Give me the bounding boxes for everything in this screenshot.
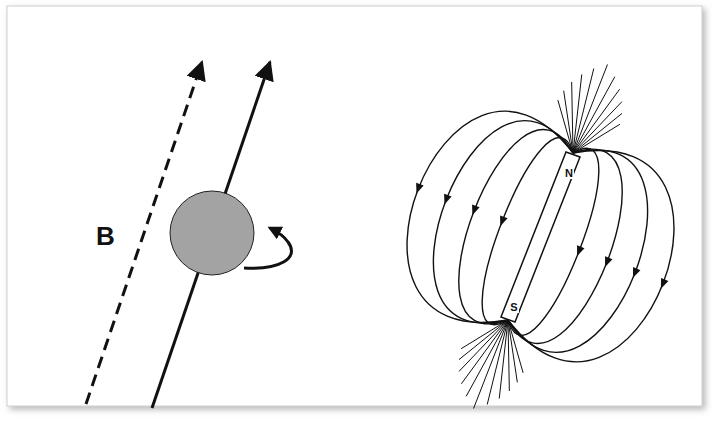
field-arrowhead bbox=[497, 215, 508, 227]
pole-fan-line bbox=[572, 82, 573, 153]
field-arrowhead bbox=[469, 205, 480, 217]
field-arrowhead bbox=[413, 183, 424, 195]
pole-fan-line bbox=[459, 320, 508, 371]
field-arrowhead bbox=[629, 267, 640, 279]
pole-fan-line bbox=[461, 320, 508, 349]
field-label: B bbox=[96, 223, 115, 249]
field-line bbox=[508, 148, 599, 335]
spin-axis bbox=[152, 62, 270, 408]
field-line bbox=[482, 138, 573, 325]
pole-fan-line bbox=[508, 320, 509, 391]
field-arrowhead bbox=[573, 245, 584, 257]
pole-label: N bbox=[564, 168, 574, 179]
pole-fan-line bbox=[573, 113, 622, 153]
pole-fan-line bbox=[558, 100, 573, 153]
rotation-arrow bbox=[244, 228, 291, 268]
pole-fan-line bbox=[573, 124, 620, 153]
pole-fan-line bbox=[573, 102, 622, 153]
field-line bbox=[508, 149, 622, 343]
pole-fan-line bbox=[508, 320, 523, 373]
pole-fan-line bbox=[466, 320, 508, 396]
field-arrowhead bbox=[657, 278, 668, 290]
pole-label: S bbox=[509, 302, 518, 313]
field-arrowhead bbox=[601, 256, 612, 268]
pole-fan-line bbox=[459, 320, 508, 360]
field-lines bbox=[407, 64, 674, 408]
pole-fan-line bbox=[487, 320, 508, 404]
pole-fan-line bbox=[573, 77, 615, 153]
particle bbox=[170, 191, 254, 275]
bar-magnet bbox=[501, 152, 580, 322]
pole-fan-line bbox=[573, 69, 594, 153]
field-arrowhead bbox=[441, 194, 452, 206]
frame bbox=[7, 6, 702, 406]
